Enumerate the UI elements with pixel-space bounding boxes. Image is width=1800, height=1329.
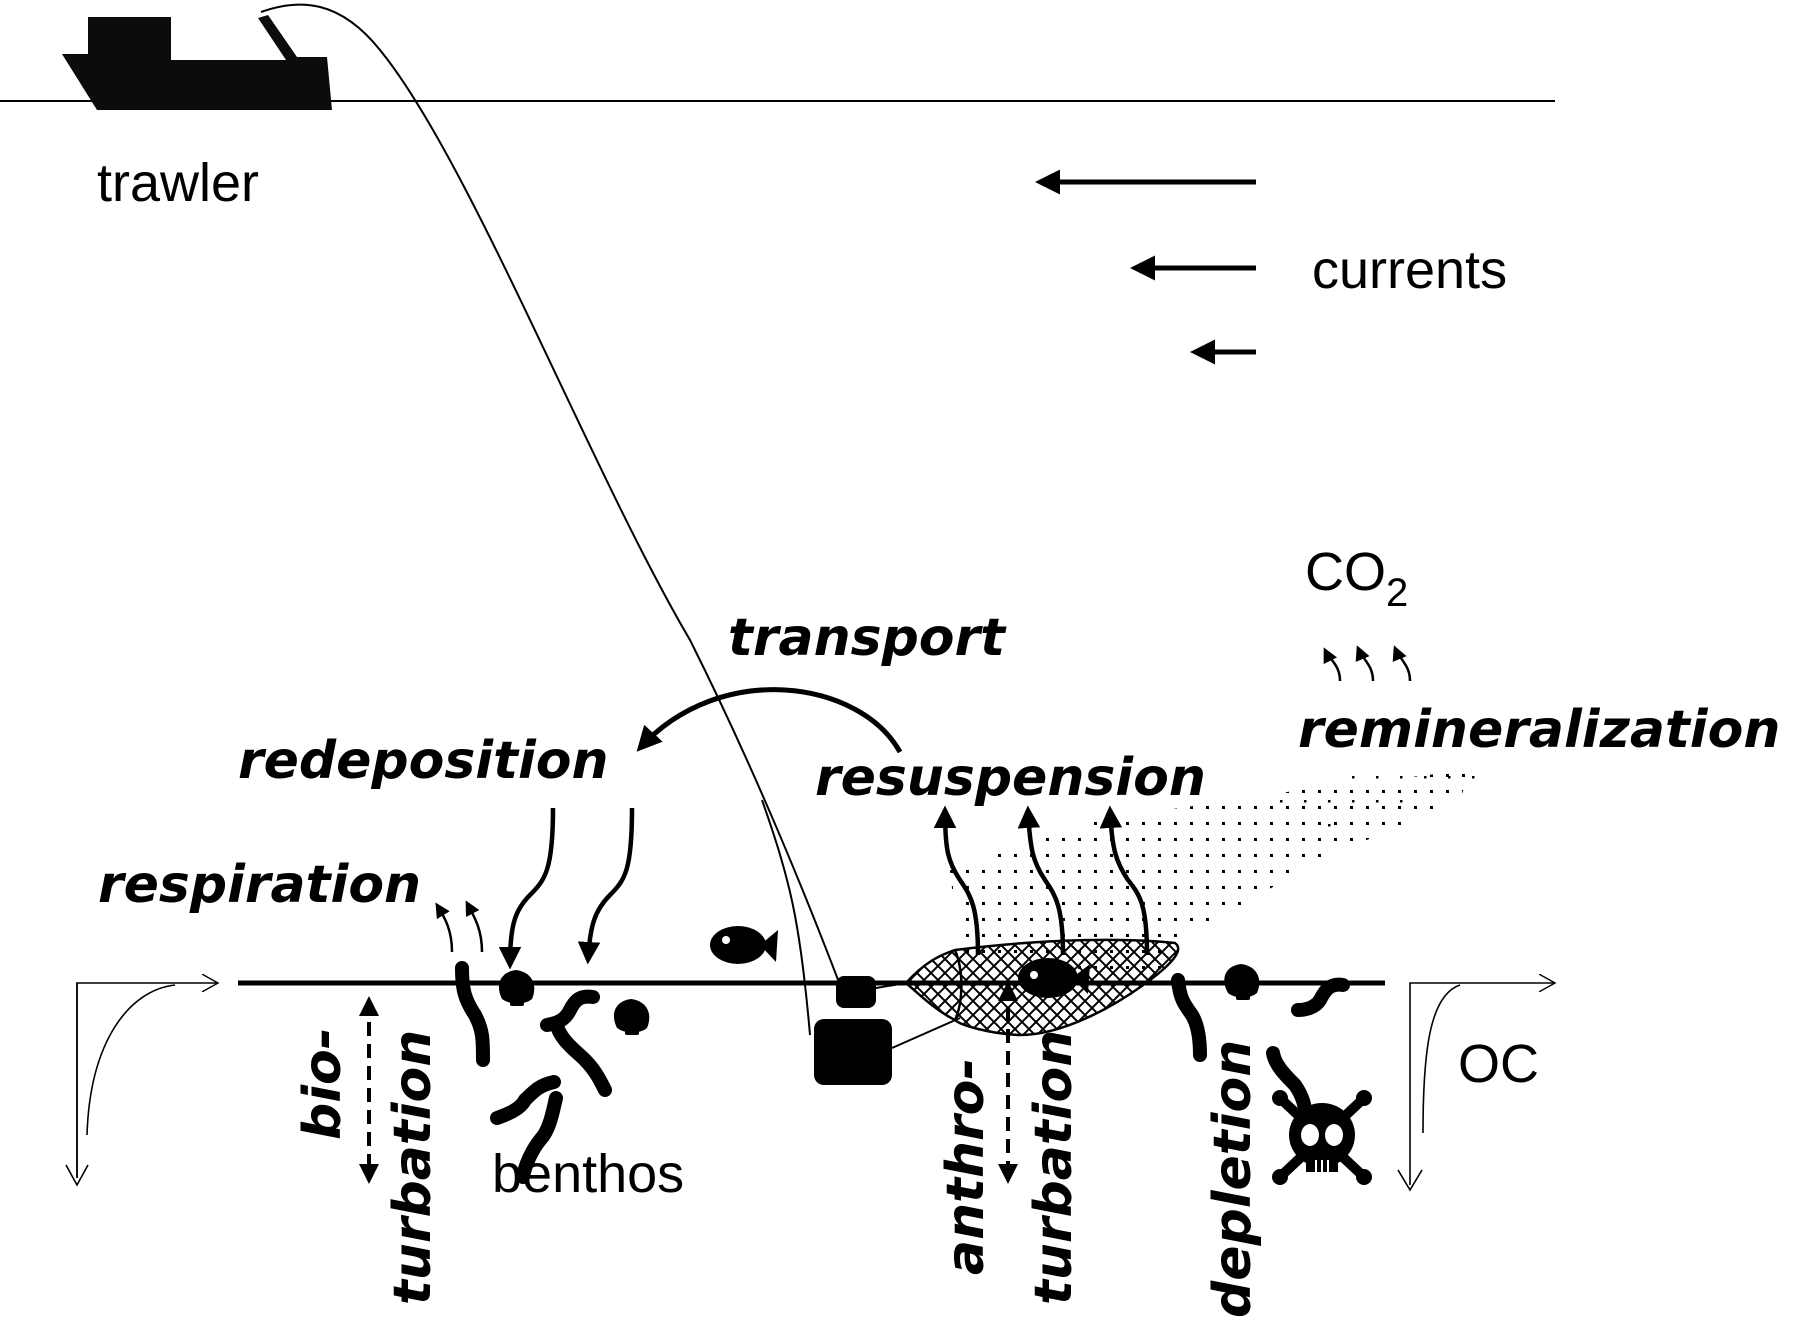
co2-subscript: 2 xyxy=(1386,571,1408,615)
shell-icon xyxy=(498,970,650,1035)
remineralization-label: remineralization xyxy=(1298,700,1780,760)
redeposition-arrows xyxy=(498,807,635,970)
respiration-label: respiration xyxy=(98,855,421,915)
depletion-label: depletion xyxy=(1203,1040,1263,1318)
redeposition-label: redeposition xyxy=(238,731,609,791)
currents-label: currents xyxy=(1312,240,1507,300)
worm-icon xyxy=(455,961,612,1184)
resuspension-arrows xyxy=(933,805,1150,956)
fish-icon xyxy=(710,926,778,964)
transport-label: transport xyxy=(728,608,1007,668)
co2-main: CO xyxy=(1305,542,1386,602)
trawl-warp-lower xyxy=(761,799,811,1036)
skull-crossbones-icon xyxy=(1272,1090,1372,1185)
transport-arrow xyxy=(636,687,903,754)
oc-label: OC xyxy=(1458,1034,1539,1094)
oc-profile-left xyxy=(65,983,218,1187)
depleted-worms xyxy=(1171,973,1350,1119)
benthos-label: benthos xyxy=(492,1144,684,1204)
sediment-plume-sparse xyxy=(1250,760,1480,830)
bioturbation-label-1: bio- xyxy=(293,1028,353,1140)
resuspension-label: resuspension xyxy=(815,748,1206,808)
bioturbation-label-2: turbation xyxy=(383,1030,443,1305)
trawler-label: trawler xyxy=(97,153,259,213)
ship-icon xyxy=(62,15,332,110)
caught-fish-icon xyxy=(1018,958,1090,998)
co2-release-arrows xyxy=(1323,645,1412,682)
anthroturbation-label-1: anthro- xyxy=(936,1058,996,1275)
otter-board-icon xyxy=(814,976,892,1085)
co2-label: CO2 xyxy=(1305,542,1408,615)
oc-profile-right xyxy=(1397,983,1555,1192)
depleted-shell-icon xyxy=(1224,964,1260,1000)
trawl-warp-line xyxy=(260,3,841,986)
anthroturbation-label-2: turbation xyxy=(1024,1030,1084,1305)
respiration-arrows xyxy=(435,900,484,953)
currents-arrows xyxy=(1035,169,1256,365)
